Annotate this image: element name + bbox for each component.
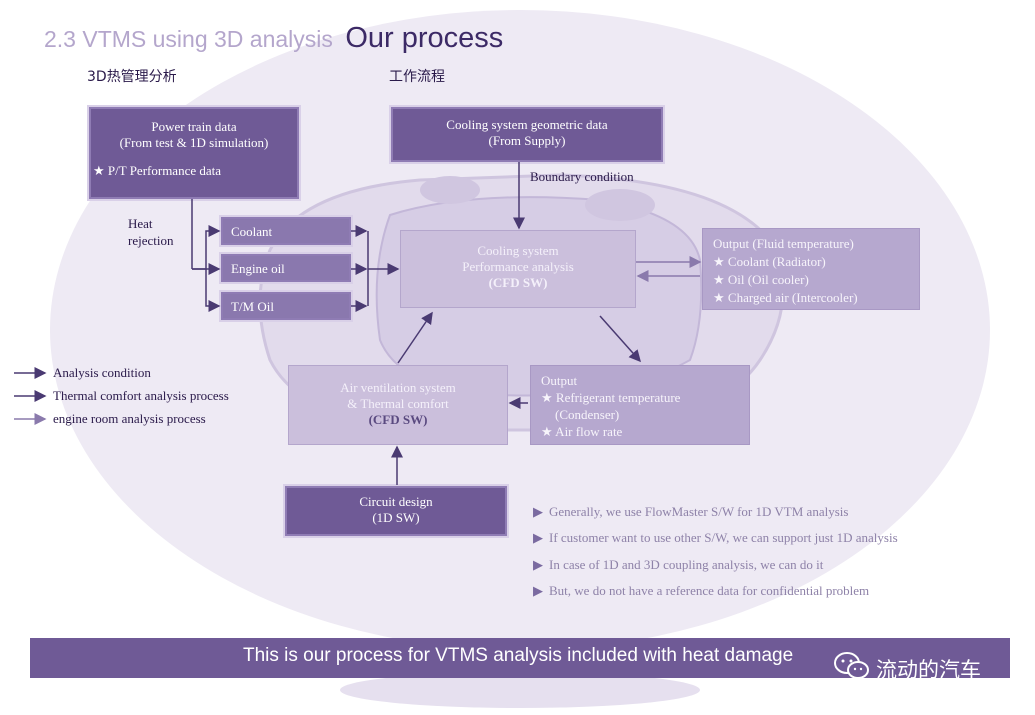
circuit-design-box: Circuit design (1D SW) [285, 486, 507, 536]
output-fluid-item-1: ★ Coolant (Radiator) [713, 254, 826, 269]
heat-rejection-label: Heat rejection [128, 215, 173, 249]
output-fluid-temperature-box: Output (Fluid temperature) ★ Coolant (Ra… [702, 228, 920, 310]
powertrain-line3: ★ P/T Performance data [93, 163, 222, 178]
cooling-performance-box: Cooling system Performance analysis (CFD… [400, 230, 636, 308]
connector-to-tm-oil [205, 269, 221, 312]
connector-to-coolant [192, 225, 221, 270]
air-vent-line1: Air ventilation system [340, 380, 456, 395]
banner-text: This is our process for VTMS analysis in… [243, 645, 794, 666]
output-ref-item-3: ★ Air flow rate [541, 424, 623, 439]
circuit-line2: (1D SW) [372, 510, 420, 525]
air-vent-line2: & Thermal comfort [347, 396, 449, 411]
legend-analysis-condition: Analysis condition [53, 365, 151, 380]
bullet-arrow-icon: ▶ [533, 583, 543, 598]
bottom-banner [30, 638, 1010, 678]
cooling-perf-line3: (CFD SW) [488, 275, 548, 290]
legend-engine-room: engine room analysis process [53, 411, 206, 426]
cooling-geo-line1: Cooling system geometric data [446, 117, 608, 132]
fluid-coolant-label: Coolant [231, 224, 273, 239]
output-ref-title: Output [541, 373, 578, 388]
output-fluid-title: Output (Fluid temperature) [713, 236, 854, 251]
bullet-arrow-icon: ▶ [533, 557, 543, 572]
heat-rejection-line2: rejection [128, 233, 174, 248]
note-3: ▶ In case of 1D and 3D coupling analysis,… [533, 557, 823, 573]
fluid-box-coolant: Coolant [221, 217, 351, 245]
connector-airvent-to-perf [397, 311, 433, 364]
subtitle-right: 工作流程 [389, 69, 445, 85]
note-2: ▶ If customer want to use other S/W, we c… [533, 530, 898, 546]
bullet-arrow-icon: ▶ [533, 504, 543, 519]
subtitle-left: 3D热管理分析 [87, 69, 177, 85]
note-1: ▶ Generally, we use FlowMaster S/W for 1D… [533, 504, 848, 520]
bullet-arrow-icon: ▶ [533, 530, 543, 545]
note-3-text: In case of 1D and 3D coupling analysis, … [549, 557, 824, 572]
fluid-tm-oil-label: T/M Oil [231, 299, 274, 314]
output-refrigerant-box: Output ★ Refrigerant temperature (Conden… [530, 365, 750, 445]
cooling-perf-line1: Cooling system [477, 243, 559, 258]
output-fluid-item-2: ★ Oil (Oil cooler) [713, 272, 809, 287]
powertrain-line1: Power train data [151, 119, 237, 134]
connector-perf-to-refrigerant [599, 315, 641, 363]
cooling-geometric-data-box: Cooling system geometric data (From Supp… [391, 107, 663, 162]
slide-title: 2.3 VTMS using 3D analysis Our process [44, 22, 503, 55]
heat-rejection-line1: Heat [128, 216, 153, 231]
cooling-geo-line2: (From Supply) [488, 133, 566, 148]
fluid-box-engine-oil: Engine oil [221, 254, 351, 282]
note-1-text: Generally, we use FlowMaster S/W for 1D … [549, 504, 849, 519]
main-title: Our process [345, 22, 504, 54]
note-4: ▶ But, we do not have a reference data fo… [533, 583, 869, 599]
powertrain-line2: (From test & 1D simulation) [119, 135, 269, 150]
note-4-text: But, we do not have a reference data for… [549, 583, 870, 598]
wechat-icon [834, 652, 869, 679]
output-ref-item-1: ★ Refrigerant temperature [541, 390, 681, 405]
circuit-line1: Circuit design [359, 494, 433, 509]
legend-thermal-comfort: Thermal comfort analysis process [53, 388, 229, 403]
boundary-condition-label: Boundary condition [530, 169, 634, 184]
brand-name: 流动的汽车 [876, 658, 981, 682]
output-fluid-item-3: ★ Charged air (Intercooler) [713, 290, 858, 305]
air-vent-line3: (CFD SW) [368, 412, 428, 427]
powertrain-data-box: Power train data (From test & 1D simulat… [89, 107, 299, 199]
output-ref-item-2: (Condenser) [555, 407, 620, 422]
fluid-box-tm-oil: T/M Oil [221, 292, 351, 320]
note-2-text: If customer want to use other S/W, we ca… [549, 530, 898, 545]
section-title: 2.3 VTMS using 3D analysis [44, 26, 333, 52]
cooling-perf-line2: Performance analysis [462, 259, 574, 274]
air-ventilation-box: Air ventilation system & Thermal comfort… [288, 365, 508, 445]
fluid-engine-oil-label: Engine oil [231, 261, 285, 276]
